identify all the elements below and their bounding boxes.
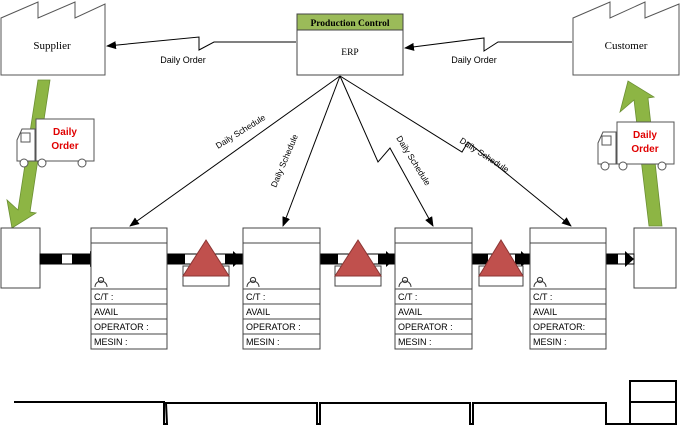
schedule-arrow-4 <box>339 75 572 227</box>
inbound-truck: Daily Order <box>16 118 95 168</box>
schedule-arrow-2 <box>282 75 341 227</box>
process-operator: OPERATOR: <box>533 322 585 332</box>
production-control-body <box>296 29 404 76</box>
schedule-label-3: Daily Schedule <box>394 134 433 188</box>
process-operator: OPERATOR : <box>94 322 149 332</box>
outbound-truck-label-line1: Daily <box>633 130 657 141</box>
electronic-info-arrow-customer <box>404 37 572 52</box>
operator-icon <box>246 276 260 288</box>
process-avail: AVAIL <box>533 307 557 317</box>
process-operator: OPERATOR : <box>398 322 453 332</box>
customer-factory-icon <box>572 1 680 76</box>
inventory-triangle[interactable] <box>478 239 524 287</box>
process-mesin: MESIN : <box>94 337 128 347</box>
operator-icon <box>533 276 547 288</box>
process-mesin: MESIN : <box>246 337 280 347</box>
process-operator: OPERATOR : <box>246 322 301 332</box>
schedule-label-4: Daily Schedule <box>458 135 511 174</box>
process-avail: AVAIL <box>398 307 422 317</box>
process-ct: C/T : <box>246 292 265 302</box>
schedule-arrow-3 <box>339 75 434 227</box>
electronic-info-arrow-supplier <box>106 36 296 51</box>
outbound-truck: Daily Order <box>597 121 675 171</box>
supplier-label: Supplier <box>33 40 71 52</box>
schedule-arrow-1 <box>129 75 341 227</box>
operator-icon <box>398 276 412 288</box>
process-avail: AVAIL <box>246 307 270 317</box>
production-control-title: Production Control <box>310 19 389 29</box>
schedule-label-1: Daily Schedule <box>214 112 268 151</box>
operator-icon <box>94 276 108 288</box>
push-arrow <box>39 251 99 267</box>
outbound-truck-label-line2: Order <box>631 144 658 155</box>
inbound-truck-label-line2: Order <box>51 141 78 152</box>
process-mesin: MESIN : <box>533 337 567 347</box>
customer-order-label: Daily Order <box>451 55 497 65</box>
supplier-factory-icon <box>0 1 106 76</box>
process-box[interactable]: C/T : AVAIL OPERATOR : MESIN : <box>90 227 168 350</box>
timeline-total-box <box>629 380 677 425</box>
inbound-truck-label-line1: Daily <box>53 127 77 138</box>
customer-label: Customer <box>605 40 648 52</box>
finished-goods-box[interactable] <box>633 227 677 289</box>
raw-material-box[interactable] <box>0 227 41 289</box>
timeline-ladder <box>14 401 630 425</box>
inventory-triangle[interactable] <box>334 239 382 287</box>
schedule-label-2: Daily Schedule <box>269 132 300 188</box>
customer-factory[interactable]: Customer <box>572 1 680 76</box>
supplier-order-label: Daily Order <box>160 55 206 65</box>
truck-icon <box>597 121 675 171</box>
process-box[interactable]: C/T : AVAIL OPERATOR : MESIN : <box>394 227 473 350</box>
process-box[interactable]: C/T : AVAIL OPERATOR : MESIN : <box>242 227 321 350</box>
process-ct: C/T : <box>533 292 552 302</box>
process-ct: C/T : <box>94 292 113 302</box>
process-mesin: MESIN : <box>398 337 432 347</box>
truck-icon <box>16 118 95 168</box>
production-control-box[interactable]: Production Control ERP <box>296 13 404 76</box>
process-ct: C/T : <box>398 292 417 302</box>
process-box[interactable]: C/T : AVAIL OPERATOR: MESIN : <box>529 227 607 350</box>
erp-label: ERP <box>341 48 358 58</box>
inventory-triangle[interactable] <box>182 239 230 287</box>
push-arrow <box>605 251 635 267</box>
supplier-factory[interactable]: Supplier <box>0 1 106 76</box>
process-avail: AVAIL <box>94 307 118 317</box>
